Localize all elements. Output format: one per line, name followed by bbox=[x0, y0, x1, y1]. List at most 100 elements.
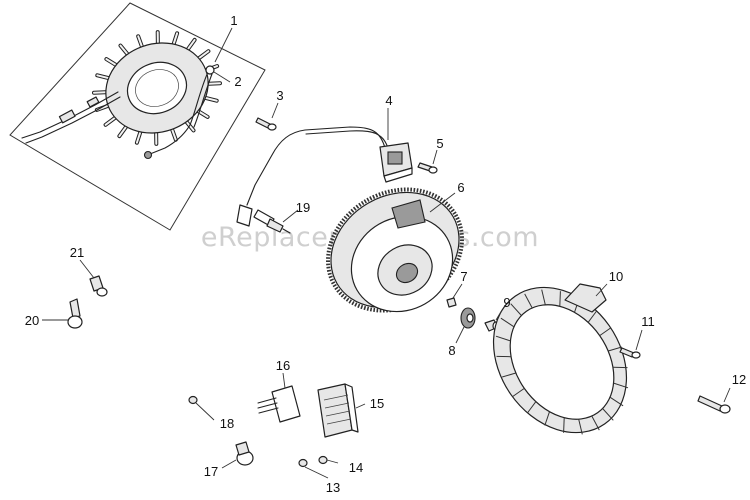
spark-plug-boot bbox=[236, 204, 253, 227]
leader-19 bbox=[282, 209, 299, 223]
spark-plug-tip bbox=[282, 228, 291, 234]
ignition-module-core bbox=[387, 151, 403, 165]
fan-fin bbox=[609, 396, 624, 407]
fan-fin bbox=[500, 317, 515, 328]
fan-fin bbox=[526, 401, 537, 414]
callout-21: 21 bbox=[70, 245, 84, 260]
callout-14: 14 bbox=[349, 460, 363, 475]
part-flywheel-key[interactable] bbox=[446, 297, 457, 308]
fan-fin bbox=[587, 310, 598, 323]
connector-pins bbox=[257, 397, 279, 414]
stator-inner-ring bbox=[135, 69, 179, 107]
stator-center bbox=[126, 61, 188, 115]
bolt-head bbox=[719, 404, 731, 414]
part-bolt[interactable] bbox=[697, 395, 731, 414]
clip-tab bbox=[69, 298, 81, 319]
part-rectifier-regulator[interactable] bbox=[317, 383, 359, 438]
part-stator-assembly[interactable] bbox=[9, 2, 266, 231]
part-blower-fan[interactable] bbox=[466, 262, 654, 459]
part-clip[interactable] bbox=[67, 298, 83, 329]
connector-body bbox=[271, 385, 301, 423]
rectifier-fins bbox=[323, 394, 352, 425]
callout-16: 16 bbox=[276, 358, 290, 373]
leader-2 bbox=[213, 71, 231, 83]
leader-7 bbox=[452, 283, 463, 299]
clip-small-loop bbox=[96, 287, 108, 297]
fan-fin bbox=[495, 335, 511, 342]
rectifier-side bbox=[344, 383, 359, 433]
part-rectifier-screw[interactable] bbox=[298, 458, 308, 468]
fan-fin bbox=[524, 293, 533, 309]
fan-inner-face bbox=[509, 304, 615, 420]
fan-fin bbox=[559, 291, 561, 307]
leader-3 bbox=[271, 102, 279, 119]
part-clip-small[interactable] bbox=[89, 275, 108, 297]
fan-fin bbox=[512, 387, 525, 397]
flywheel-magnet bbox=[391, 199, 426, 229]
part-ignition-module[interactable] bbox=[236, 126, 413, 227]
part-spark-plug[interactable] bbox=[253, 209, 291, 234]
leader-1 bbox=[214, 27, 233, 63]
washer-hole bbox=[466, 313, 474, 323]
fan-fin bbox=[563, 417, 565, 433]
ground-lead-wire bbox=[149, 71, 209, 155]
part-ground-lead[interactable] bbox=[143, 65, 215, 160]
fan-fin bbox=[599, 327, 612, 337]
stator-lead-wire-b bbox=[25, 96, 121, 144]
fan-fin bbox=[510, 303, 522, 316]
part-small-screw[interactable] bbox=[188, 395, 198, 405]
part-stator-screw[interactable] bbox=[255, 117, 277, 131]
fan-fin bbox=[613, 382, 629, 389]
callout-4: 4 bbox=[385, 93, 392, 108]
ignition-module-base bbox=[383, 167, 413, 183]
clip-loop bbox=[67, 315, 83, 329]
callout-2: 2 bbox=[234, 74, 241, 89]
rectifier-screw-head bbox=[298, 458, 308, 468]
callout-11: 11 bbox=[641, 314, 655, 329]
part-washer[interactable] bbox=[460, 307, 476, 329]
small-washer-body bbox=[318, 455, 328, 465]
fan-fin bbox=[608, 346, 622, 352]
spark-plug-hex bbox=[266, 218, 284, 233]
callout-8: 8 bbox=[448, 343, 455, 358]
callout-18: 18 bbox=[220, 416, 234, 431]
leader-16 bbox=[282, 372, 286, 389]
leader-11 bbox=[635, 329, 643, 351]
part-fan-screw[interactable] bbox=[619, 347, 641, 359]
leader-10 bbox=[595, 283, 608, 297]
stator-kit-outline bbox=[9, 2, 266, 231]
ignition-lead-wire-b bbox=[305, 130, 389, 149]
leader-15 bbox=[355, 403, 366, 409]
callout-1: 1 bbox=[230, 13, 237, 28]
small-screw-head bbox=[188, 395, 198, 405]
part-flywheel[interactable] bbox=[306, 166, 484, 335]
part-module-screw[interactable] bbox=[417, 162, 438, 174]
ignition-lead-wire bbox=[246, 126, 386, 206]
lead-sleeve bbox=[86, 96, 100, 108]
key-body bbox=[446, 297, 457, 308]
clamp-tab bbox=[235, 441, 250, 456]
ground-lead-terminal bbox=[205, 65, 215, 75]
screw-head bbox=[267, 123, 277, 131]
callout-15: 15 bbox=[370, 396, 384, 411]
part-wire-clamp[interactable] bbox=[235, 441, 254, 466]
module-screw-head bbox=[428, 166, 438, 174]
leader-6 bbox=[429, 192, 456, 213]
flywheel-bore bbox=[395, 262, 419, 284]
part-connector[interactable] bbox=[257, 385, 301, 423]
leader-18 bbox=[195, 402, 215, 421]
leader-9 bbox=[495, 309, 503, 321]
callout-3: 3 bbox=[276, 88, 283, 103]
leader-12 bbox=[723, 387, 731, 403]
leader-lines bbox=[42, 27, 731, 479]
fan-cap-boss bbox=[564, 283, 607, 313]
leader-8 bbox=[455, 326, 465, 344]
part-small-washer[interactable] bbox=[318, 455, 328, 465]
fan-fin bbox=[602, 408, 614, 421]
callout-10: 10 bbox=[609, 269, 623, 284]
leader-5 bbox=[432, 149, 438, 165]
leader-17 bbox=[221, 459, 237, 469]
callout-9: 9 bbox=[503, 295, 510, 310]
callout-labels: 1 2 3 4 5 6 7 8 9 10 11 12 13 14 15 16 1… bbox=[25, 13, 746, 495]
